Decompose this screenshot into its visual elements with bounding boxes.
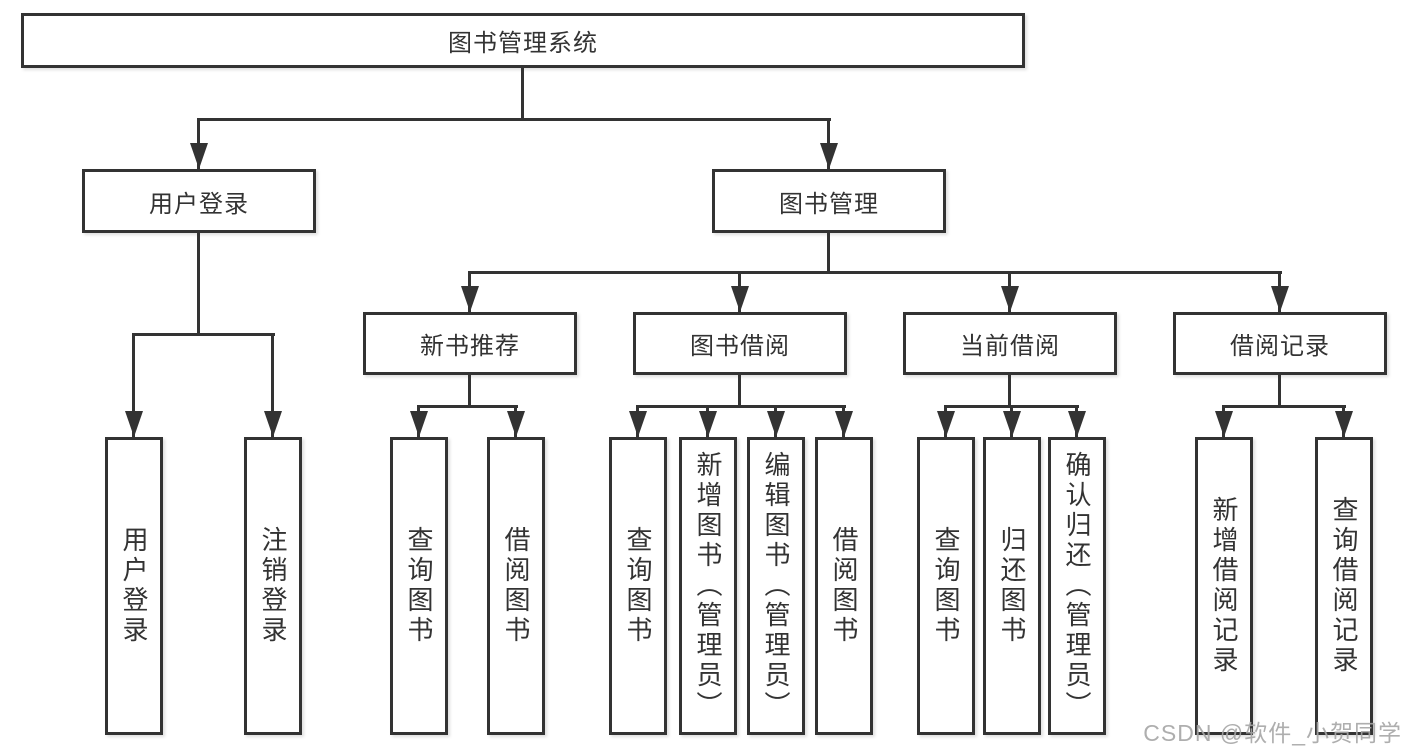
leaf-return-books: 归还图书 [983, 437, 1041, 735]
connector-hline [418, 405, 518, 408]
leaf-add-borrow-record: 新增借阅记录 [1195, 437, 1253, 735]
leaf-borrow-books: 借阅图书 [815, 437, 873, 735]
node-label: 用户登录 [149, 190, 249, 218]
leaf-label: 查询图书 [623, 526, 653, 646]
connector-vline [827, 233, 830, 274]
connector-vline [521, 66, 524, 120]
leaf-label: 借阅图书 [501, 526, 531, 646]
node-label: 图书借阅 [690, 333, 790, 360]
leaf-label: 查询图书 [404, 526, 434, 646]
arrow-down-icon [461, 286, 479, 312]
arrow-down-icon [264, 411, 282, 437]
leaf-add-book-admin: 新增图书（管理员） [679, 437, 737, 735]
node-borrowing-records: 借阅记录 [1173, 312, 1387, 375]
watermark: CSDN @软件_小贺同学 [1143, 720, 1402, 746]
arrow-down-icon [190, 143, 208, 169]
leaf-borrow-books-recommend: 借阅图书 [487, 437, 545, 735]
arrow-down-icon [731, 286, 749, 312]
node-user-login: 用户登录 [82, 169, 316, 233]
leaf-edit-book-admin: 编辑图书（管理员） [747, 437, 805, 735]
leaf-query-borrow-record: 查询借阅记录 [1315, 437, 1373, 735]
leaf-query-books-recommend: 查询图书 [390, 437, 448, 735]
arrow-down-icon [1271, 286, 1289, 312]
connector-vline [738, 375, 741, 408]
leaf-label: 新增借阅记录 [1209, 496, 1239, 676]
leaf-label: 借阅图书 [829, 526, 859, 646]
arrow-down-icon [1003, 411, 1021, 437]
node-label: 借阅记录 [1230, 333, 1330, 360]
arrow-down-icon [629, 411, 647, 437]
connector-vline [1278, 375, 1281, 408]
connector-hline [637, 405, 846, 408]
leaf-query-books-current: 查询图书 [917, 437, 975, 735]
arrow-down-icon [1001, 286, 1019, 312]
connector-vline [271, 333, 274, 437]
connector-hline [133, 333, 275, 336]
connector-hline [1223, 405, 1346, 408]
connector-hline [198, 118, 831, 121]
connector-vline [468, 375, 471, 408]
node-book-borrowing: 图书借阅 [633, 312, 847, 375]
leaf-label: 新增图书（管理员） [693, 451, 723, 721]
leaf-label: 用户登录 [119, 526, 149, 646]
arrow-down-icon [125, 411, 143, 437]
node-label: 新书推荐 [420, 333, 520, 360]
connector-vline [1008, 375, 1011, 408]
arrow-down-icon [1215, 411, 1233, 437]
leaf-label: 查询图书 [931, 526, 961, 646]
arrow-down-icon [507, 411, 525, 437]
leaf-label: 归还图书 [997, 526, 1027, 646]
arrow-down-icon [1335, 411, 1353, 437]
node-current-borrowing: 当前借阅 [903, 312, 1117, 375]
connector-vline [132, 333, 135, 437]
leaf-label: 注销登录 [258, 526, 288, 646]
node-book-management: 图书管理 [712, 169, 946, 233]
leaf-label: 编辑图书（管理员） [761, 451, 791, 721]
node-label: 当前借阅 [960, 333, 1060, 360]
leaf-query-books-borrowing: 查询图书 [609, 437, 667, 735]
leaf-user-login: 用户登录 [105, 437, 163, 735]
node-label: 图书管理 [779, 190, 879, 218]
node-library-management-system: 图书管理系统 [21, 13, 1025, 68]
arrow-down-icon [699, 411, 717, 437]
leaf-label: 查询借阅记录 [1329, 496, 1359, 676]
leaf-confirm-return-admin: 确认归还（管理员） [1048, 437, 1106, 735]
connector-hline [469, 271, 1282, 274]
arrow-down-icon [1068, 411, 1086, 437]
node-new-book-recommendation: 新书推荐 [363, 312, 577, 375]
leaf-logout: 注销登录 [244, 437, 302, 735]
leaf-label: 确认归还（管理员） [1062, 451, 1092, 721]
arrow-down-icon [835, 411, 853, 437]
arrow-down-icon [410, 411, 428, 437]
node-label: 图书管理系统 [448, 30, 598, 57]
connector-vline [197, 233, 200, 336]
arrow-down-icon [767, 411, 785, 437]
arrow-down-icon [820, 143, 838, 169]
arrow-down-icon [937, 411, 955, 437]
